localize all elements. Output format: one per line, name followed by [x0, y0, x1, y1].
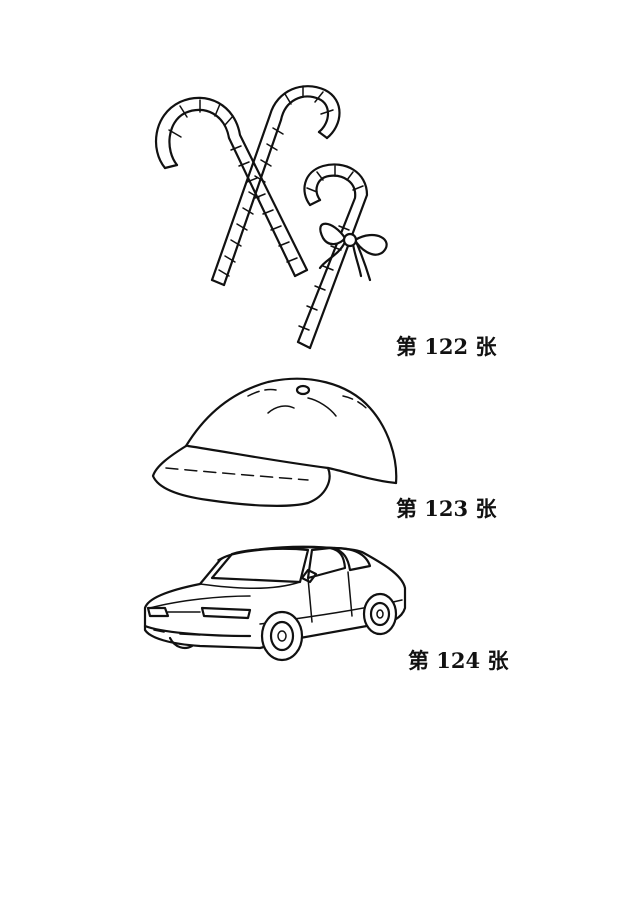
caption-124: 第 124 张 [408, 648, 509, 673]
baseball-cap-illustration [148, 368, 408, 513]
candy-canes-illustration [145, 80, 405, 355]
caption-123: 第 123 张 [396, 496, 497, 521]
sedan-car-illustration [140, 538, 410, 668]
caption-122: 第 122 张 [396, 334, 497, 359]
